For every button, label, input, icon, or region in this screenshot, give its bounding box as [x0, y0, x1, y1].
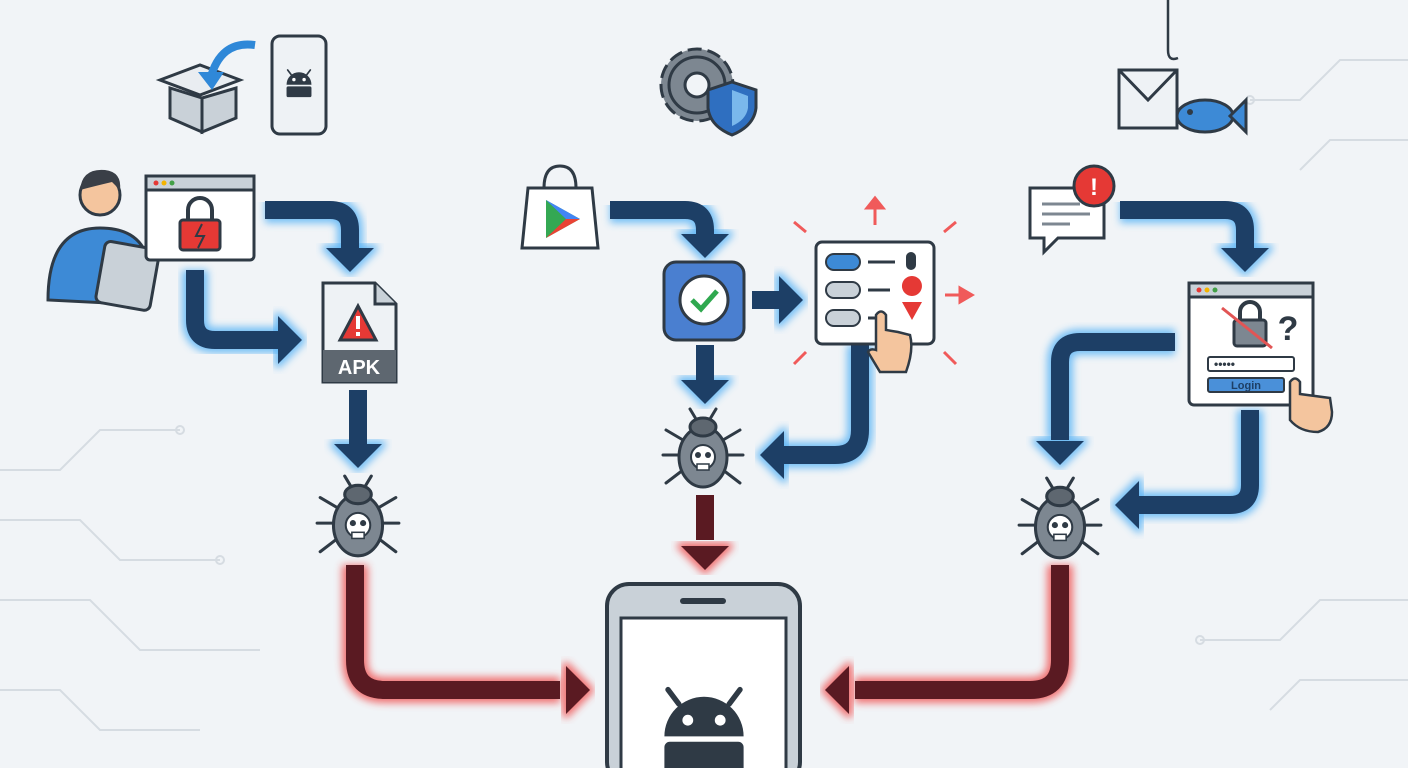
- flow-arrow-12: [1111, 410, 1263, 533]
- flow-arrow-5: [610, 197, 733, 262]
- gear-shield-icon: [659, 47, 758, 137]
- question-mark: ?: [1278, 310, 1299, 348]
- user-tablet-icon: [46, 169, 161, 312]
- locked-browser-icon: [144, 174, 256, 262]
- login-button: [1207, 377, 1285, 393]
- flow-arrow-3: [330, 390, 386, 472]
- malware-bug-icon: [315, 474, 401, 558]
- app-verified-icon: [662, 260, 746, 342]
- fishing-hook-icon: [1166, 0, 1179, 61]
- phishing-login-icon: ? ••••• Login: [1187, 281, 1334, 434]
- circuit-background: [0, 59, 1408, 731]
- infection-arrow-4: [342, 565, 594, 718]
- flow-arrow-2: [182, 270, 306, 368]
- alert-mark: !: [1090, 174, 1098, 201]
- apk-label: APK: [338, 357, 381, 379]
- android-device-icon: [605, 582, 802, 768]
- malware-bug-icon: [1017, 476, 1103, 560]
- permissions-panel-icon: [792, 195, 975, 366]
- flow-arrows: [182, 197, 1273, 718]
- malware-bug-icon: [661, 407, 745, 489]
- infection-arrow-13: [821, 565, 1073, 718]
- password-field-mask: •••••: [1214, 357, 1235, 371]
- alert-message-icon: !: [1028, 164, 1116, 256]
- flow-arrow-8: [756, 345, 873, 483]
- infection-arrow-9: [677, 495, 733, 574]
- login-button-label: Login: [1231, 380, 1261, 392]
- fish-icon: [1175, 96, 1248, 136]
- play-store-bag-icon: [520, 164, 600, 250]
- flow-arrow-11: [1032, 329, 1175, 469]
- flow-arrow-1: [265, 197, 378, 276]
- tap-hand-icon: [866, 310, 913, 374]
- android-phone-icon: [270, 34, 328, 136]
- box-install-icon: [155, 40, 256, 135]
- apk-warning-file-icon: APK: [321, 281, 398, 384]
- phishing-email-icon: [1117, 68, 1179, 130]
- flow-arrow-6: [752, 272, 807, 328]
- flow-arrow-10: [1120, 197, 1273, 276]
- flow-arrow-7: [677, 345, 733, 408]
